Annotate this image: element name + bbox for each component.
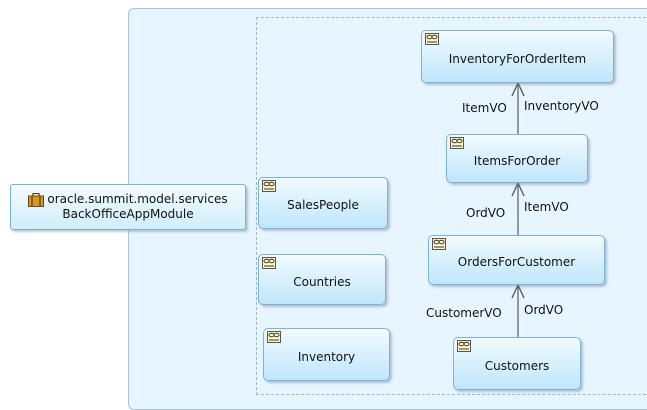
- vo-orders-for-customer[interactable]: OrdersForCustomer: [428, 235, 605, 285]
- app-module-name: BackOfficeAppModule: [62, 207, 194, 221]
- vo-countries[interactable]: Countries: [258, 254, 386, 305]
- link2-source-label: OrdVO: [466, 206, 506, 220]
- view-object-icon: [450, 137, 464, 149]
- vo-items-for-order-label: ItemsForOrder: [473, 153, 561, 168]
- briefcase-icon: [28, 192, 45, 207]
- app-module-package-row: oracle.summit.model.services: [11, 192, 245, 207]
- app-module-package: oracle.summit.model.services: [47, 192, 228, 206]
- link1-target-label: InventoryVO: [524, 99, 599, 113]
- app-module-node[interactable]: oracle.summit.model.services BackOfficeA…: [10, 184, 246, 230]
- vo-customers[interactable]: Customers: [453, 337, 581, 390]
- link3-target-label: OrdVO: [524, 303, 564, 317]
- link2-target-label: ItemVO: [524, 200, 569, 214]
- link3-source-label: CustomerVO: [426, 306, 502, 320]
- view-object-icon: [457, 340, 471, 352]
- view-object-icon: [432, 238, 446, 250]
- vo-sales-people-label: SalesPeople: [287, 198, 359, 212]
- data-model-region: [256, 17, 647, 395]
- view-object-icon: [425, 33, 439, 45]
- view-object-icon: [267, 331, 281, 343]
- view-object-icon: [262, 257, 276, 269]
- vo-customers-label: Customers: [484, 358, 550, 373]
- view-object-icon: [262, 180, 276, 192]
- vo-orders-for-customer-label: OrdersForCustomer: [457, 255, 576, 269]
- vo-inventory-label: Inventory: [297, 349, 356, 364]
- vo-countries-label: Countries: [293, 274, 351, 289]
- vo-inventory[interactable]: Inventory: [263, 328, 390, 381]
- vo-inventory-for-order-item-label: InventoryForOrderItem: [448, 51, 587, 66]
- link1-source-label: ItemVO: [462, 101, 507, 115]
- vo-inventory-for-order-item[interactable]: InventoryForOrderItem: [421, 30, 614, 83]
- vo-items-for-order[interactable]: ItemsForOrder: [446, 134, 588, 183]
- vo-sales-people[interactable]: SalesPeople: [258, 177, 388, 229]
